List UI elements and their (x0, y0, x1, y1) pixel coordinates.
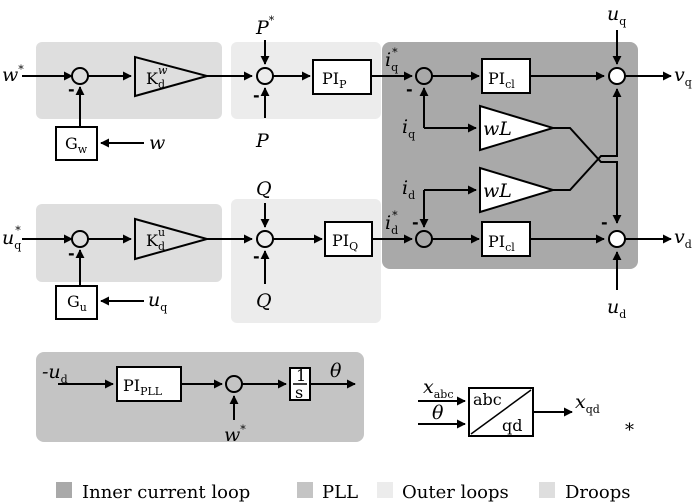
legend-swatch-pll (297, 482, 313, 498)
w-feedback-label: w (149, 132, 165, 154)
legend-label-outer-loops: Outer loops (402, 482, 509, 503)
id-label: id (402, 177, 415, 202)
theta-output-label: θ (330, 360, 342, 382)
legend-label-droops: Droops (565, 482, 630, 503)
minus-sign-id: - (412, 213, 419, 232)
pi-p-label: PIP (322, 69, 347, 91)
q-ref-label: Q (256, 178, 272, 200)
vq-out-label: vq (674, 64, 692, 89)
sum-junction-vq (608, 67, 626, 85)
integrator-numerator: 1 (296, 366, 306, 385)
gain-kd-u-block (134, 217, 211, 261)
sum-junction-vd (608, 230, 626, 248)
pll-ref-label: w* (224, 423, 246, 446)
ud-ff-label: ud (607, 296, 626, 321)
iq-label: iq (402, 116, 415, 141)
wl-coupling-upper-block (479, 104, 557, 152)
minus-sign-q: - (253, 247, 260, 266)
transform-abc-label: abc (473, 390, 502, 409)
iq-ref-label: iq* (385, 46, 398, 74)
pi-pll-block (116, 366, 182, 402)
x-abc-label: xabc (423, 376, 453, 401)
uq-ff-label: uq (607, 3, 626, 28)
uq-feedback-label: uq (148, 289, 167, 314)
x-qd-label: xqd (575, 391, 600, 416)
id-ref-label: id* (385, 209, 398, 237)
pi-cl-d-block (481, 221, 531, 257)
droop-region-w (36, 42, 222, 119)
pi-cl-d-label: PIcl (488, 232, 515, 254)
legend-swatch-outer-loops (377, 482, 393, 498)
legend: Inner current loop PLL Outer loops Droop… (56, 482, 630, 503)
wl-coupling-lower-block (479, 166, 557, 214)
pi-pll-label: PIPLL (123, 376, 163, 398)
minus-sign-vd: - (601, 213, 608, 232)
transform-qd-label: qd (502, 416, 522, 435)
pi-cl-q-label: PIcl (488, 69, 515, 91)
kd-u-label: Kdu (146, 226, 165, 253)
pll-input-label: -ud (42, 361, 68, 386)
wl-lower-label: wL (483, 180, 512, 202)
theta-input-label: θ (432, 402, 444, 424)
q-meas-label: Q (256, 290, 272, 312)
minus-sign-droop-u: - (68, 244, 75, 263)
minus-sign-iq: - (406, 80, 413, 99)
gain-kd-w-block (134, 55, 211, 98)
integrator-denominator: s (295, 383, 303, 402)
legend-swatch-droops (539, 482, 555, 498)
g-u-label: Gu (67, 292, 87, 314)
legend-label-inner-loop: Inner current loop (82, 482, 250, 503)
legend-label-pll: PLL (322, 482, 358, 503)
wl-upper-label: wL (483, 118, 512, 140)
g-u-block (55, 285, 98, 320)
uq-ref-label: uq* (2, 224, 21, 252)
vd-out-label: vd (674, 226, 692, 251)
minus-sign-droop-w: - (68, 80, 75, 99)
g-w-label: Gw (65, 134, 88, 156)
pi-q-label: PIQ (332, 231, 358, 253)
minus-sign-p: - (253, 86, 260, 105)
g-w-block (55, 126, 98, 161)
kd-w-label: Kdw (146, 64, 168, 91)
w-ref-label: w* (2, 63, 24, 86)
pll-region (36, 352, 364, 442)
inner-current-loop-region (382, 42, 638, 269)
stray-asterisk: * (625, 420, 634, 441)
p-meas-label: P (255, 130, 270, 152)
pi-q-block (324, 221, 373, 257)
legend-swatch-inner-loop (56, 482, 72, 498)
p-ref-label: P* (255, 14, 275, 39)
